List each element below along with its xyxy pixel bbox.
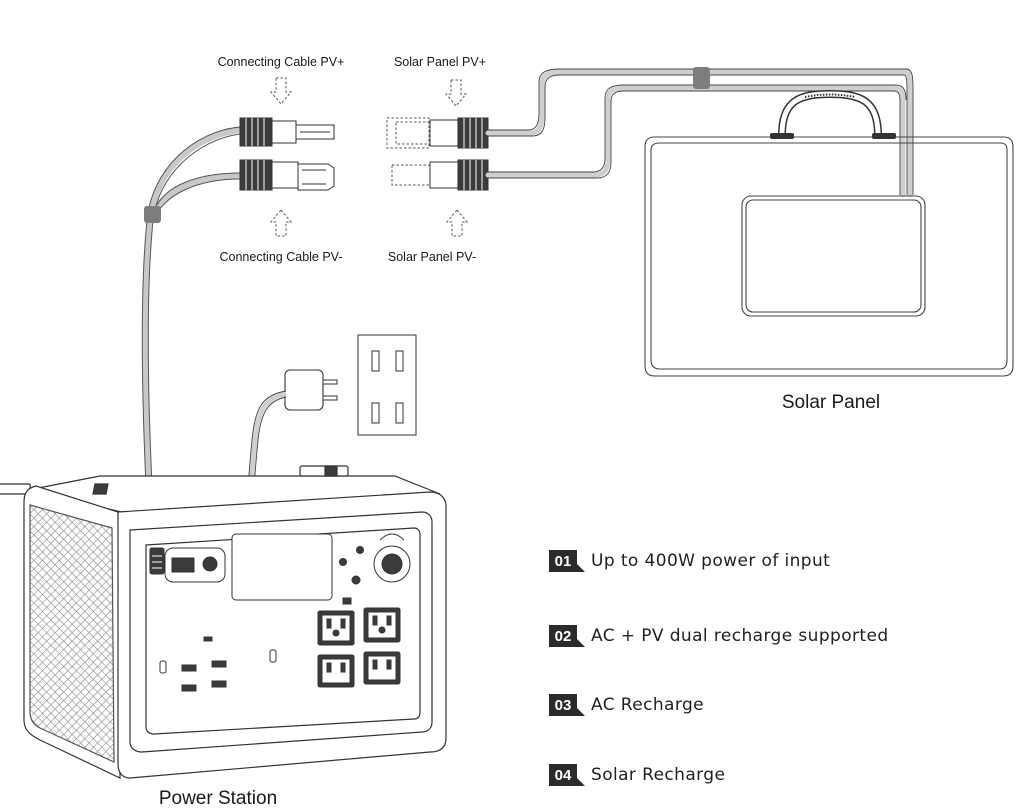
label-solar-panel: Solar Panel xyxy=(782,392,880,413)
arrow-up-icon xyxy=(445,209,469,237)
feature-item: 01 Up to 400W power of input xyxy=(549,549,830,573)
feature-text: AC + PV dual recharge supported xyxy=(591,626,889,646)
solar-panel-cable xyxy=(485,69,913,198)
feature-item: 04 Solar Recharge xyxy=(549,763,725,787)
label-connecting-cable-pv-plus: Connecting Cable PV+ xyxy=(218,55,345,69)
label-power-station: Power Station xyxy=(159,788,277,809)
cable-splitter xyxy=(144,206,161,223)
cable-plug xyxy=(149,547,165,575)
power-station-panel xyxy=(159,533,411,692)
feature-number-badge: 04 xyxy=(549,764,585,786)
feature-item: 03 AC Recharge xyxy=(549,693,704,717)
solar-panel-case xyxy=(644,136,1014,377)
label-solar-panel-pv-minus: Solar Panel PV- xyxy=(388,250,476,264)
ac-adapter xyxy=(284,369,338,411)
handle-icon xyxy=(770,89,896,139)
connector-cable-pv-minus xyxy=(239,159,335,191)
feature-text: AC Recharge xyxy=(591,695,704,715)
feature-item: 02 AC + PV dual recharge supported xyxy=(549,624,889,648)
power-station xyxy=(0,465,447,779)
connector-cable-pv-plus xyxy=(239,117,335,147)
arrow-up-icon xyxy=(269,209,293,237)
feature-text: Solar Recharge xyxy=(591,765,726,785)
label-connecting-cable-pv-minus: Connecting Cable PV- xyxy=(220,250,343,264)
arrow-down-icon xyxy=(269,77,293,105)
feature-number-badge: 01 xyxy=(549,550,585,572)
connecting-cable xyxy=(142,127,243,548)
arrow-down-icon xyxy=(444,79,468,107)
wall-outlet xyxy=(357,334,417,436)
feature-number-badge: 02 xyxy=(549,625,585,647)
lcd-display xyxy=(231,533,333,601)
solar-panel-cable-outline xyxy=(488,68,914,195)
feature-text: Up to 400W power of input xyxy=(591,551,831,571)
connector-solar-pv-minus xyxy=(391,159,489,191)
cable-junction xyxy=(693,67,710,89)
connector-solar-pv-plus xyxy=(386,117,489,149)
feature-number-badge: 03 xyxy=(549,694,585,716)
label-solar-panel-pv-plus: Solar Panel PV+ xyxy=(394,55,486,69)
